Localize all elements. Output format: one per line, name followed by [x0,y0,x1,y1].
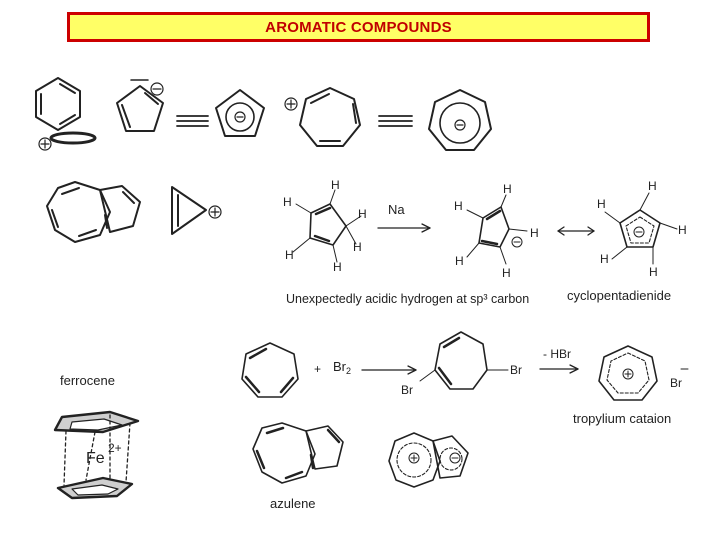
hydrogen-atom-label: H [454,199,463,213]
azulene-structure-bottom [252,422,344,484]
hydrogen-atom-label: H [649,265,658,279]
dibromo-cycloheptadiene-structure [419,331,509,390]
delocalized-cyclopentadienide-structure [215,89,265,137]
cyclopropenyl-cation-structure [171,186,222,235]
hydrogen-atom-label: H [283,195,292,209]
ferrocene-caption: ferrocene [60,373,115,388]
reaction-arrow [377,223,431,233]
reaction-arrow [539,364,579,374]
cyclopentadienide-delocalized-structure [604,192,678,265]
cyclopentadienide-localized-structure [466,194,528,265]
positive-charge-icon [622,368,634,380]
title-banner: AROMATIC COMPOUNDS [67,12,650,42]
negative-charge-icon [150,82,164,96]
tropylium-cation-caption: tropylium cataion [573,411,672,426]
negative-charge-icon [511,236,523,248]
hydrogen-atom-label: H [530,226,539,240]
positive-charge-icon [208,205,222,219]
negative-charge-icon [449,452,461,464]
hydrogen-atom-label: H [503,182,512,196]
hydrogen-atom-label: H [648,179,657,193]
cyclopentadienide-caption: cyclopentadienide [567,288,672,303]
cyclopentadiene-structure [292,189,362,263]
reaction-arrow [361,365,417,375]
negative-charge-icon [234,111,246,123]
azulene-dipolar-structure [388,432,469,488]
hydrogen-atom-label: H [285,248,294,262]
iron-atom-label: Fe [86,450,105,467]
delocalized-tropylium-structure [428,89,492,151]
cyclopentadienyl-anion-structure [116,79,164,132]
equivalence-sign [176,115,209,127]
negative-charge-icon [633,226,645,238]
ferrocene-structure [53,410,140,500]
positive-charge-icon [38,137,52,151]
negative-charge-icon [454,119,466,131]
page-title: AROMATIC COMPOUNDS [265,18,452,36]
hydrogen-atom-label: H [333,260,342,274]
tropylium-cation-structure [284,87,361,147]
plus-sign: + [314,362,321,376]
hydrogen-atom-label: H [331,178,340,192]
tropylium-delocalized-structure [598,345,689,401]
hydrogen-atom-label: H [502,266,511,280]
hydrogen-atom-label: H [353,240,362,254]
cycloheptatriene-structure [241,342,299,398]
hydrogen-atom-label: H [358,207,367,221]
hydrogen-atom-label: H [455,254,464,268]
bromine-reagent-label: Br2 [333,359,351,376]
equivalence-sign [378,115,413,127]
acidic-hydrogen-caption: Unexpectedly acidic hydrogen at sp³ carb… [286,292,530,306]
hydrogen-atom-label: H [600,252,609,266]
positive-charge-icon [284,97,298,111]
positive-charge-icon [408,452,420,464]
benzene-cation-structure [35,77,97,151]
bromine-atom-label: Br [401,383,413,397]
sodium-reagent-label: Na [388,202,405,217]
bromide-label: Br [670,376,682,390]
hbr-elimination-label: - HBr [543,347,571,361]
resonance-arrow [557,226,595,236]
hydrogen-atom-label: H [678,223,687,237]
bromine-atom-label: Br [510,363,522,377]
azulene-structure-top [46,181,141,243]
iron-charge-label: 2+ [108,441,122,455]
azulene-caption: azulene [270,496,316,511]
hydrogen-atom-label: H [597,197,606,211]
